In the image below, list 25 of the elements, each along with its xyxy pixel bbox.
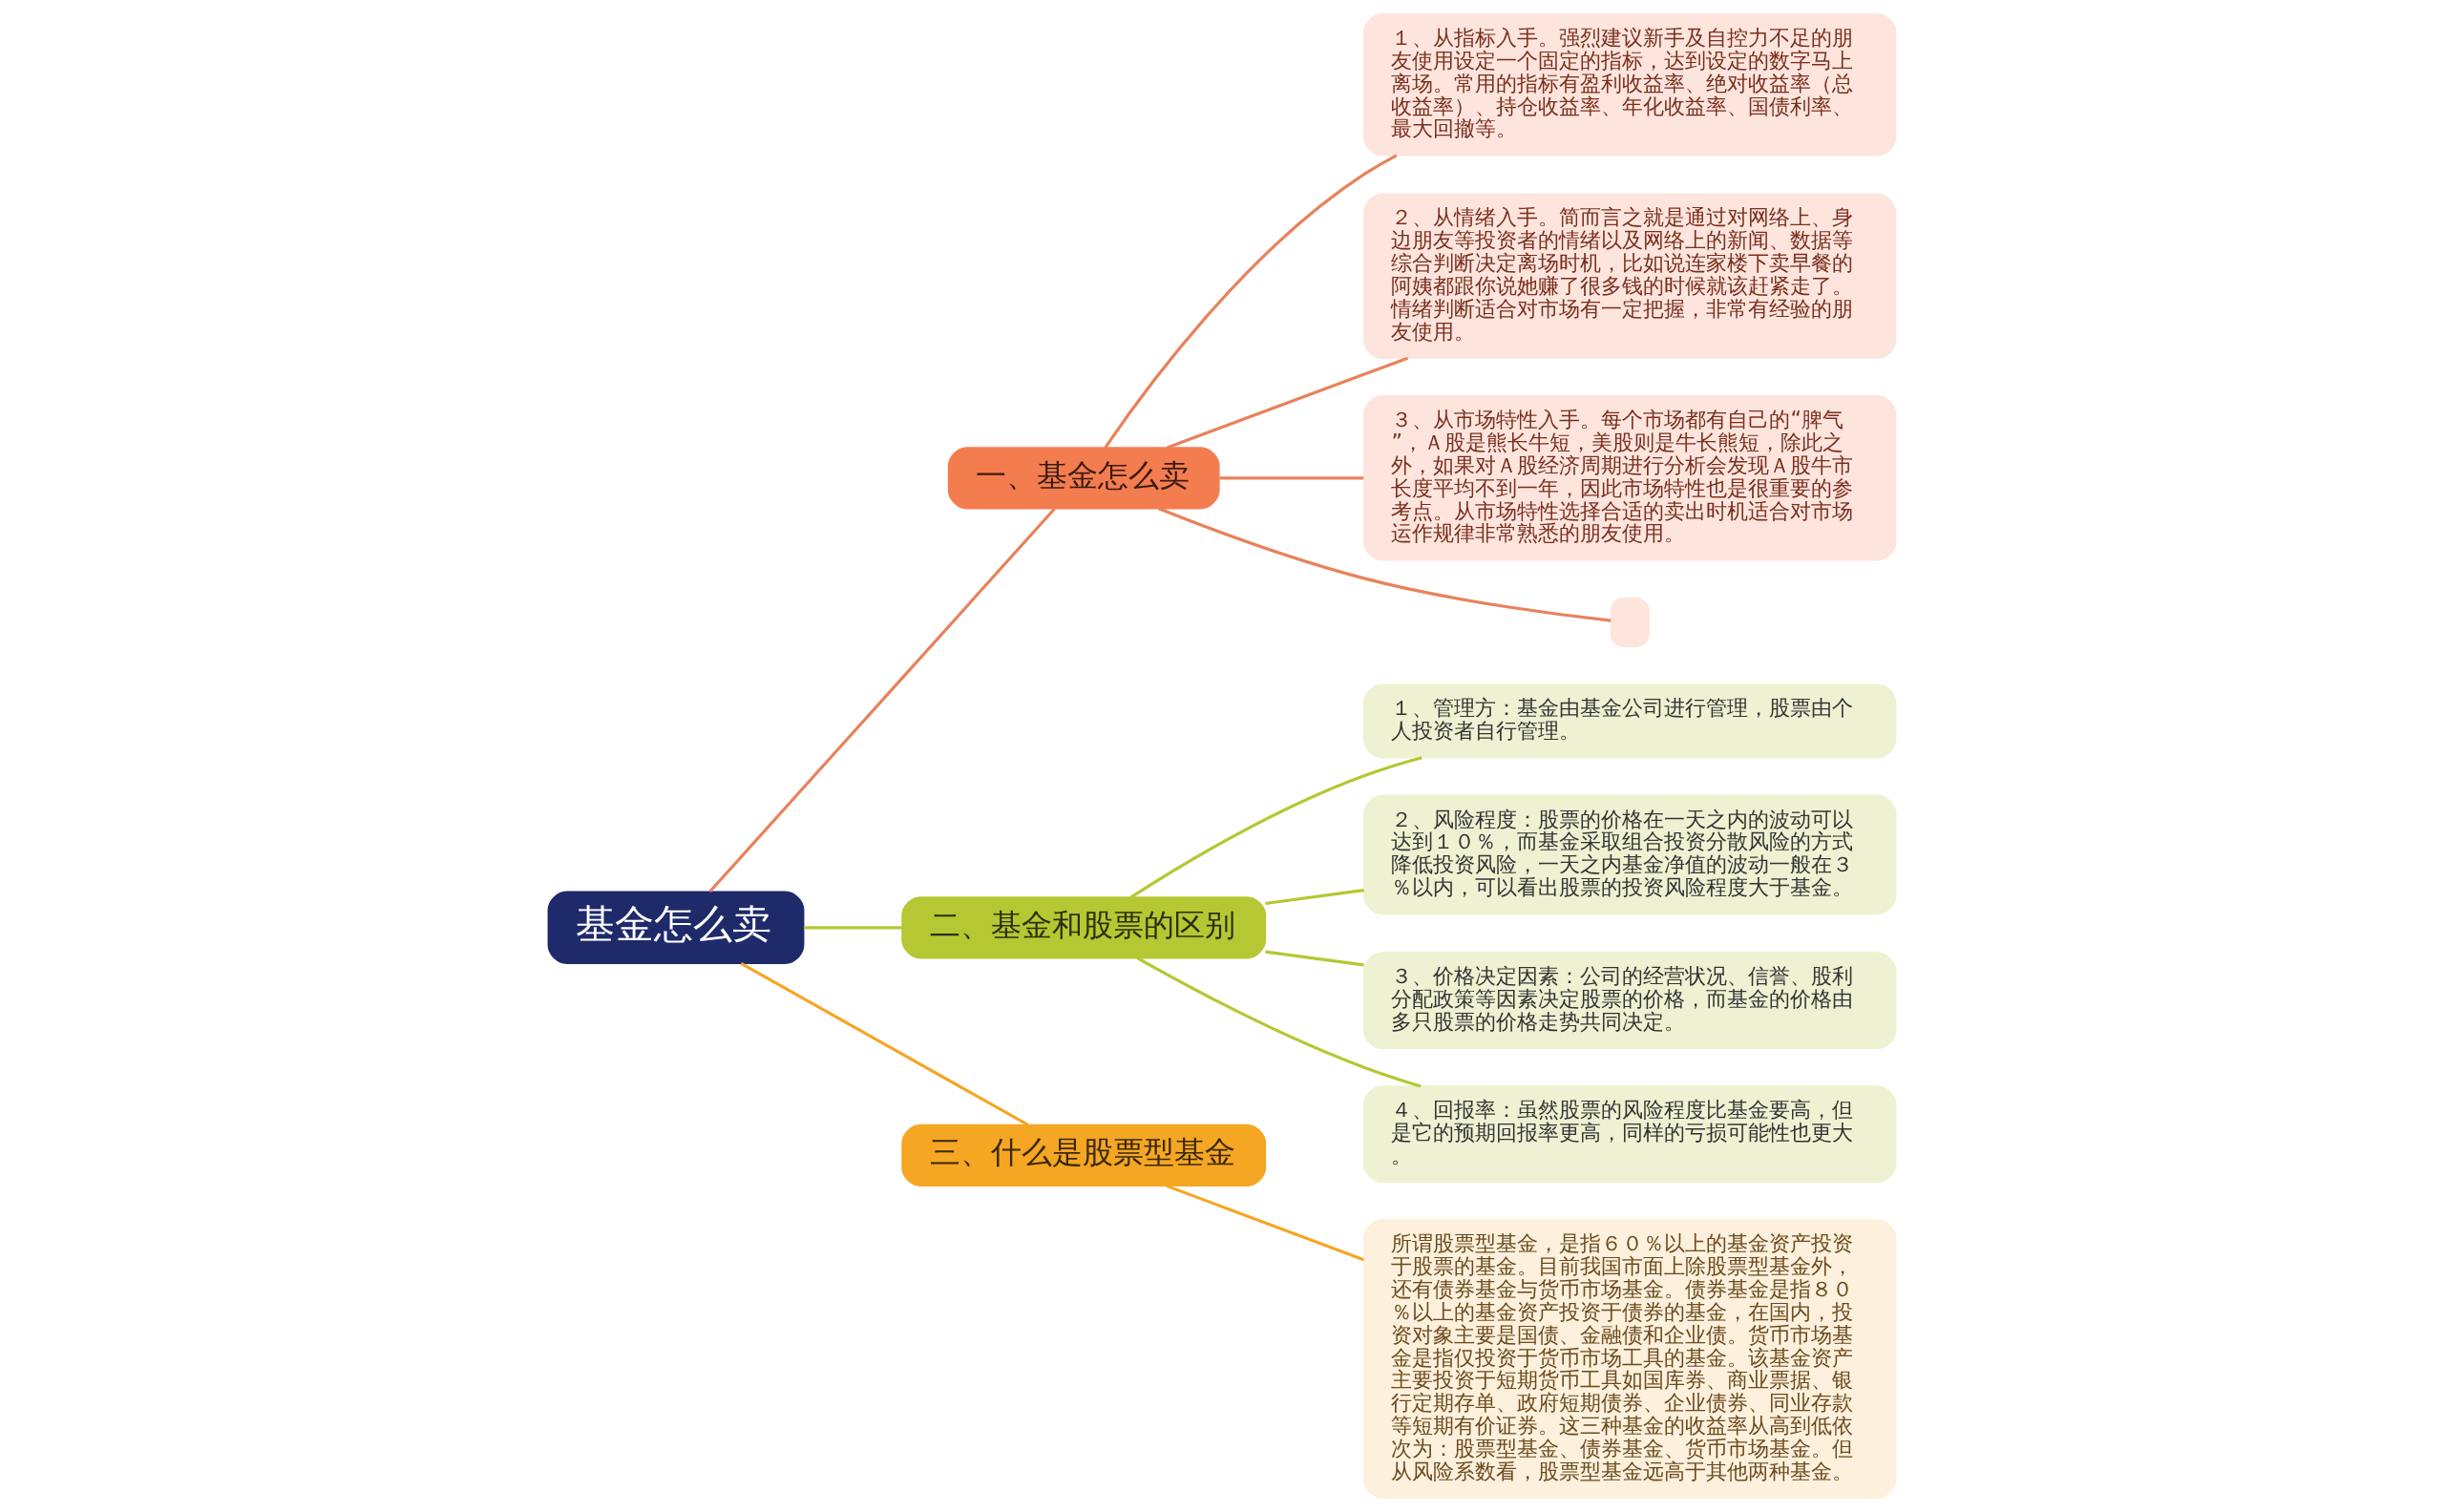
node-box: 三、什么是股票型基金 bbox=[901, 1124, 1267, 1187]
connector bbox=[1166, 1184, 1364, 1262]
connector bbox=[1136, 956, 1422, 1088]
connector bbox=[1265, 889, 1364, 906]
node-box: 所谓股票型基金，是指６０％以上的基金资产投资于股票的基金。目前我国市面上除股票型基金外，还有债券基金与货币市场基金。债券基金是指８０％以上的基金资产投资于债券的基金，在国内，投资对象主要是国债、金融债和企业债。货币市场基金是指仅投资于货币市场工具的基金。该基金资产主要投资于短期货币工具如国库券、商业票据、银行定期存单、政府短期债券、企业债券、同业存款等短期有价证券。这三种基金的收益率从高到低依次为：股票型基金、债券基金、货币市场基金。但从风险系数看，股票型基金远高于其他两种基金。 bbox=[1362, 1219, 1897, 1500]
connector bbox=[1104, 154, 1398, 449]
connector bbox=[1219, 476, 1364, 480]
node-box: ２、从情绪入手。简而言之就是通过对网络上、身边朋友等投资者的情绪以及网络上的新闻、数据等综合判断决定离场时机，比如说连家楼下卖早餐的阿姨都跟你说她赚了很多钱的时候就该赶紧走了。情绪判断适合对市场有一定把握，非常有经验的朋友使用。 bbox=[1362, 193, 1897, 359]
node-box: 二、基金和股票的区别 bbox=[901, 896, 1267, 959]
connector bbox=[708, 508, 1056, 893]
node-box: ４、回报率：虽然股票的风险程度比基金要高，但是它的预期回报率更高，同样的亏损可能性也更大。 bbox=[1362, 1085, 1897, 1184]
connector bbox=[1158, 507, 1612, 622]
connector bbox=[804, 926, 902, 930]
node-box: ２、风险程度：股票的价格在一天之内的波动可以达到１０％，而基金采取组合投资分散风险的方式降低投资风险，一天之内基金净值的波动一般在３％以内，可以看出股票的投资风险程度大于基金。 bbox=[1362, 794, 1897, 915]
node-box: １、从指标入手。强烈建议新手及自控力不足的朋友使用设定一个固定的指标，达到设定的数字马上离场。常用的指标有盈利收益率、绝对收益率（总收益率）、持仓收益率、年化收益率、国债利率、最大回撤等。 bbox=[1362, 12, 1897, 157]
node-box: １、管理方：基金由基金公司进行管理，股票由个人投资者自行管理。 bbox=[1362, 683, 1897, 759]
node-box: 基金怎么卖 bbox=[547, 891, 805, 964]
connector bbox=[1167, 356, 1409, 450]
connector bbox=[1129, 756, 1422, 899]
node-box: 一、基金怎么卖 bbox=[947, 447, 1220, 510]
connector bbox=[740, 961, 1029, 1126]
node-box: ３、从市场特性入手。每个市场都有自己的“脾气”，Ａ股是熊长牛短，美股则是牛长熊短，除此之外，如果对Ａ股经济周期进行分析会发现Ａ股牛市长度平均不到一年，因此市场特性也是很重要的参考点。从市场特性选择合适的卖出时机适合对市场运作规律非常熟悉的朋友使用。 bbox=[1362, 395, 1897, 561]
node-box bbox=[1610, 597, 1650, 648]
node-box: ３、价格决定因素：公司的经营状况、信誉、股利分配政策等因素决定股票的价格，而基金的价格由多只股票的价格走势共同决定。 bbox=[1362, 952, 1897, 1050]
connector bbox=[1265, 950, 1364, 967]
